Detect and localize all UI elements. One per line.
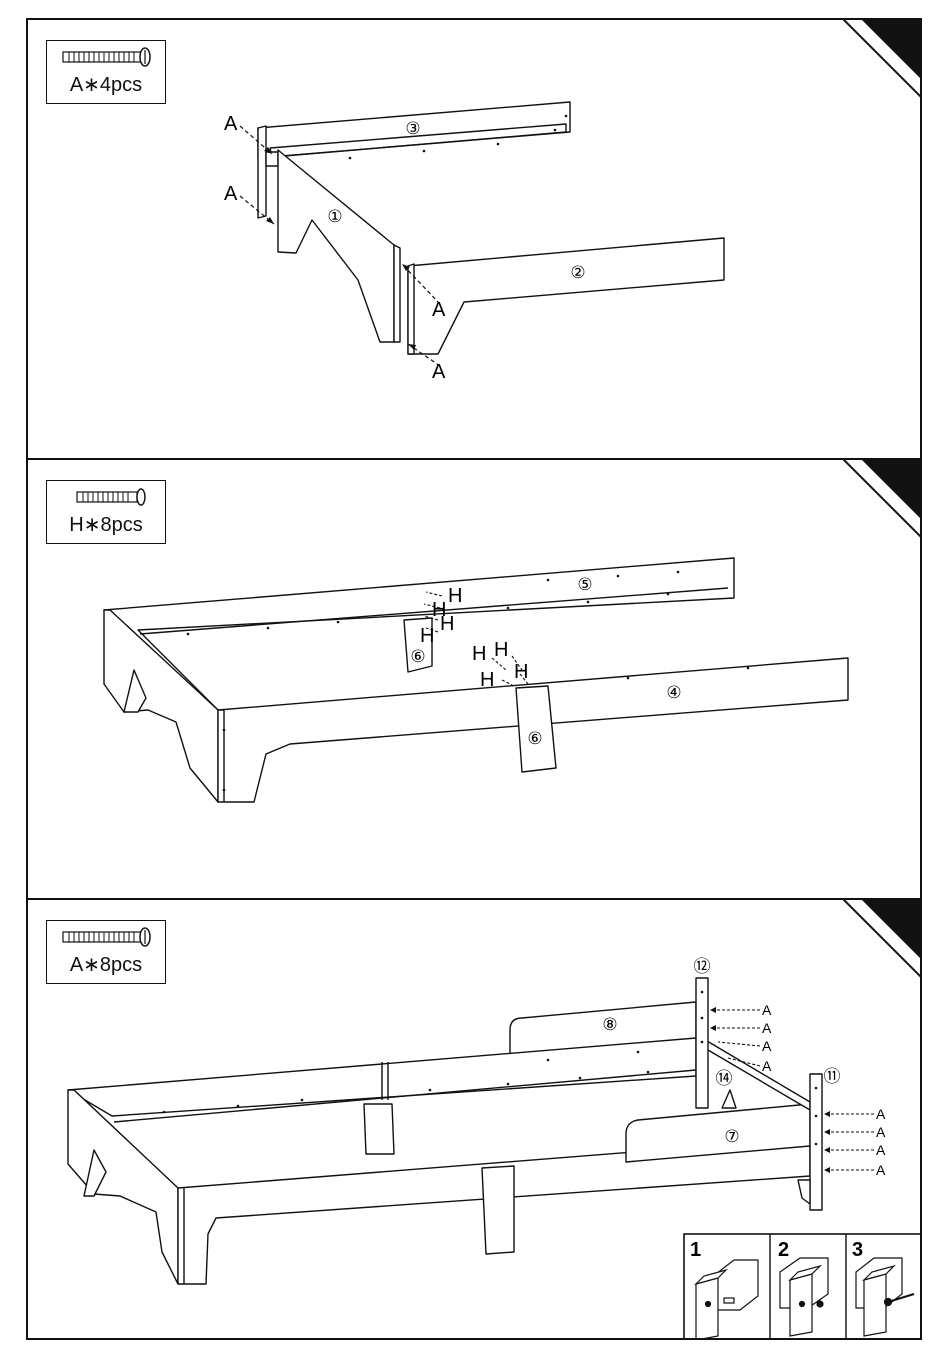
inset-step-number: 2 (778, 1239, 789, 1261)
part-number: ③ (405, 119, 420, 138)
callout-a: A (762, 1058, 772, 1074)
part-number: ⑥ (410, 647, 425, 666)
part-number: ⑤ (577, 575, 592, 594)
part-number: ⑥ (527, 729, 542, 748)
callout-a: A (762, 1002, 772, 1018)
callout-a: A (432, 361, 446, 383)
inset-step-number: 1 (690, 1239, 701, 1261)
step-3-diagram: A A A A A A A A ⑫ ⑧ ⑭ ⑪ ⑦ 1 2 3 (28, 900, 922, 1340)
callout-a: A (876, 1106, 886, 1122)
callout-h: H (514, 661, 528, 683)
part-number: ⑦ (724, 1127, 739, 1146)
part-number: ④ (666, 683, 681, 702)
part-number: ⑭ (716, 1069, 733, 1088)
callout-h: H (480, 669, 494, 691)
fastening-detail-inset: 1 2 3 (684, 1234, 922, 1340)
callout-a: A (762, 1020, 772, 1036)
part-number: ⑧ (602, 1015, 617, 1034)
callout-h: H (440, 613, 454, 635)
part-number: ⑫ (694, 957, 711, 976)
part-number: ① (327, 207, 342, 226)
callout-a: A (876, 1142, 886, 1158)
callout-h: H (420, 625, 434, 647)
part-11-post (810, 1074, 822, 1210)
callout-a: A (224, 183, 238, 205)
side-panel (68, 1090, 178, 1284)
part-1-side (278, 150, 394, 342)
callout-h: H (494, 639, 508, 661)
side-panel (104, 610, 218, 802)
callout-a: A (224, 113, 238, 135)
part-number: ⑪ (824, 1067, 841, 1086)
callout-a: A (762, 1038, 772, 1054)
step-3-panel: A∗8pcs (26, 898, 922, 1340)
part-6-leg (364, 1104, 394, 1154)
callout-a: A (876, 1162, 886, 1178)
step-1-panel: A∗4pcs (26, 18, 922, 460)
step-2-diagram: H H H H H H H H ⑤ ⑥ ④ ⑥ (28, 460, 922, 900)
callout-a: A (876, 1124, 886, 1140)
part-number: ② (570, 263, 585, 282)
callout-h: H (472, 643, 486, 665)
step-1-diagram: A A A A ③ ① ② (28, 20, 922, 460)
callout-h: H (448, 585, 462, 607)
callout-a: A (432, 299, 446, 321)
inset-step-number: 3 (852, 1239, 863, 1261)
step-2-panel: H∗8pcs (26, 458, 922, 900)
part-2-rail (408, 238, 724, 354)
part-6-leg (482, 1166, 514, 1254)
